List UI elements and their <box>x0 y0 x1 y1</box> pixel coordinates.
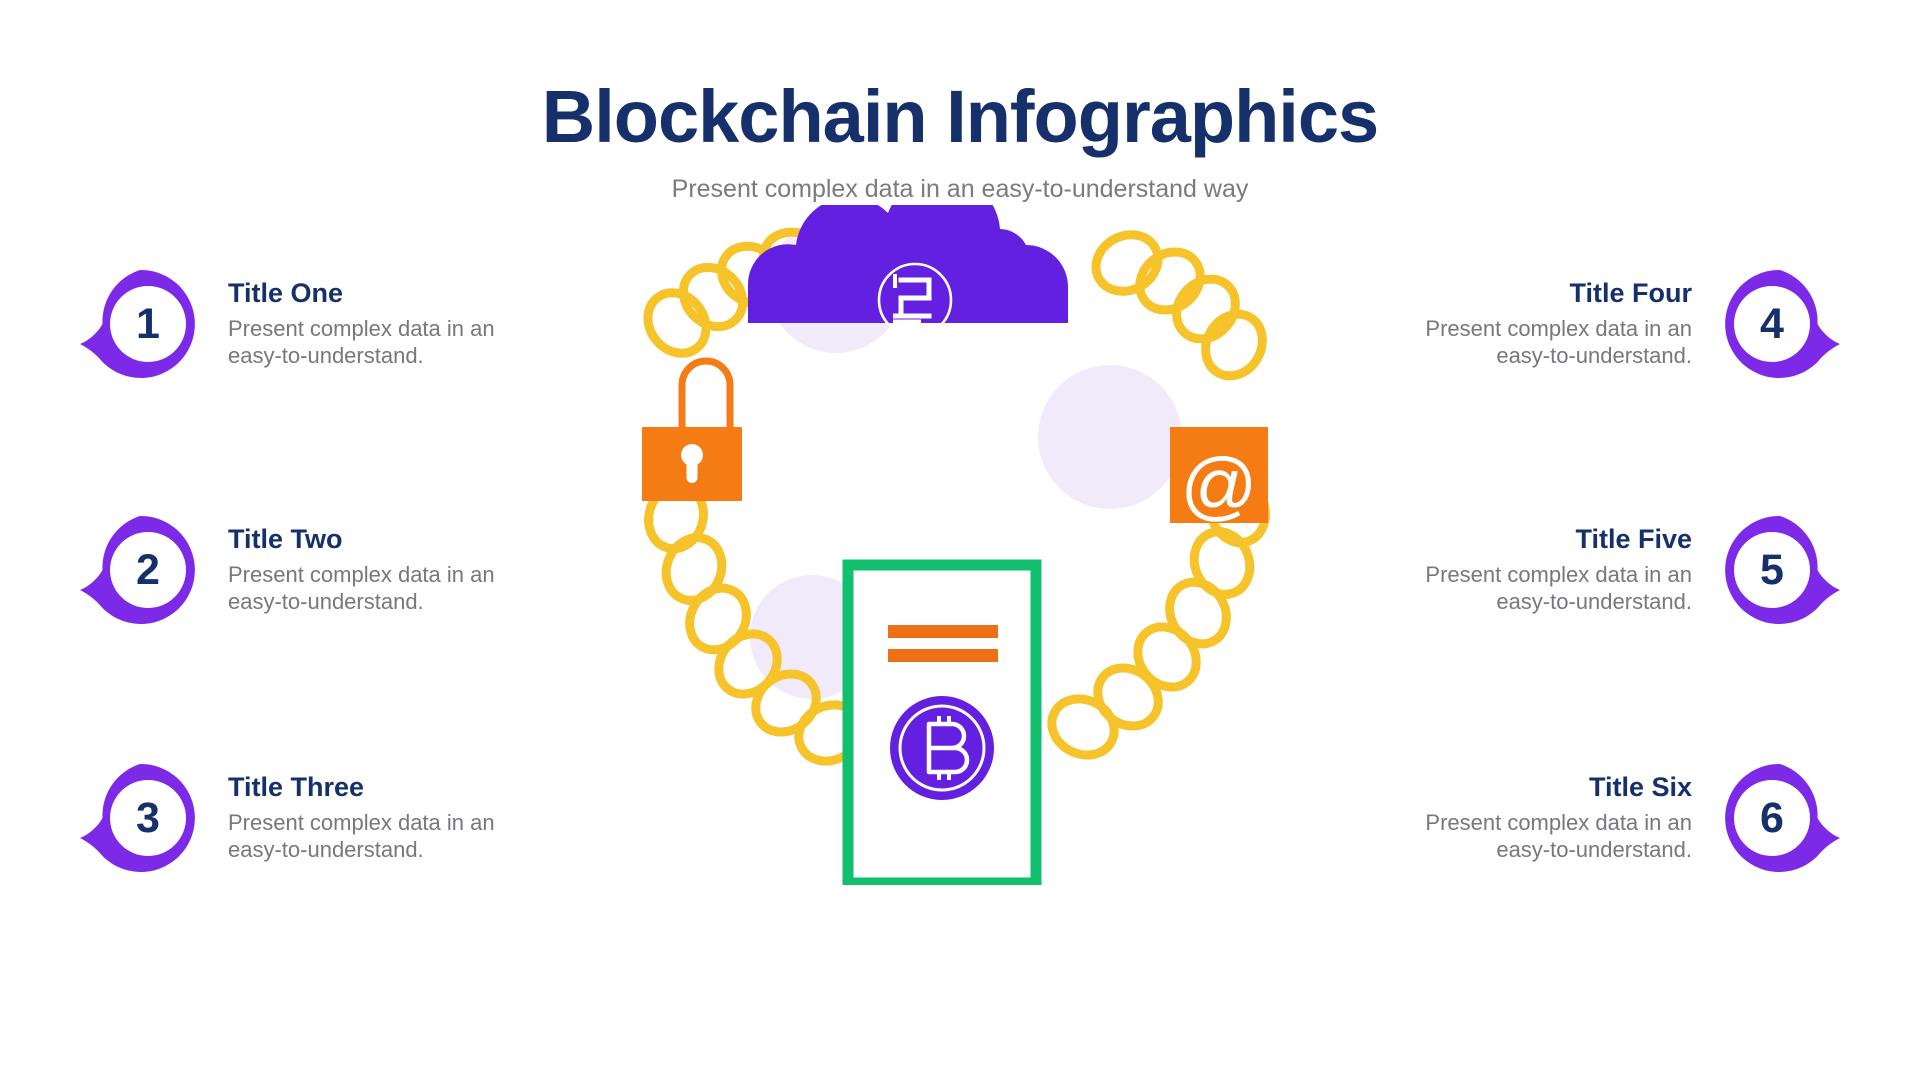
list-item-two[interactable]: 2 Title Two Present complex data in an e… <box>78 514 518 626</box>
chain-link-icon <box>1047 474 1270 760</box>
bitcoin-coin-icon <box>890 696 994 800</box>
decor-blob-right <box>1038 365 1182 509</box>
cloud-s-symbol <box>877 262 953 338</box>
smartphone-icon <box>842 559 1042 885</box>
list-item-text-4: Title Four Present complex data in an ea… <box>1402 278 1692 370</box>
list-item-six[interactable]: 6 Title Six Present complex data in an e… <box>1402 762 1842 874</box>
list-item-text-1: Title One Present complex data in an eas… <box>228 278 518 370</box>
cloud-icon <box>747 205 1068 338</box>
list-item-one[interactable]: 1 Title One Present complex data in an e… <box>78 268 518 380</box>
list-item-five[interactable]: 5 Title Five Present complex data in an … <box>1402 514 1842 626</box>
item-desc-5: Present complex data in an easy-to-under… <box>1425 561 1692 615</box>
list-item-text-6: Title Six Present complex data in an eas… <box>1402 772 1692 864</box>
number-badge-2[interactable]: 2 <box>78 514 202 626</box>
padlock-icon <box>642 357 742 501</box>
item-title-4: Title Four <box>1569 277 1692 308</box>
list-item-four[interactable]: 4 Title Four Present complex data in an … <box>1402 268 1842 380</box>
svg-text:@: @ <box>1180 443 1257 528</box>
list-item-text-2: Title Two Present complex data in an eas… <box>228 524 518 616</box>
number-badge-4[interactable]: 4 <box>1718 268 1842 380</box>
list-item-three[interactable]: 3 Title Three Present complex data in an… <box>78 762 518 874</box>
item-desc-6: Present complex data in an easy-to-under… <box>1425 809 1692 863</box>
item-title-1: Title One <box>228 277 344 308</box>
item-desc-3: Present complex data in an easy-to-under… <box>228 809 495 863</box>
page-title: Blockchain Infographics <box>541 75 1379 158</box>
center-graphic: @ <box>640 205 1280 885</box>
item-title-2: Title Two <box>228 523 343 554</box>
at-sign-icon: @ <box>1170 427 1268 528</box>
number-badge-5[interactable]: 5 <box>1718 514 1842 626</box>
at-sign-box <box>1170 427 1268 523</box>
header: Blockchain Infographics Present complex … <box>0 78 1920 204</box>
phone-line-1 <box>888 625 998 638</box>
list-item-text-5: Title Five Present complex data in an ea… <box>1402 524 1692 616</box>
number-badge-1[interactable]: 1 <box>78 268 202 380</box>
item-desc-4: Present complex data in an easy-to-under… <box>1425 315 1692 369</box>
list-item-text-3: Title Three Present complex data in an e… <box>228 772 518 864</box>
item-desc-1: Present complex data in an easy-to-under… <box>228 315 495 369</box>
item-desc-2: Present complex data in an easy-to-under… <box>228 561 495 615</box>
item-title-5: Title Five <box>1575 523 1692 554</box>
phone-line-2 <box>888 649 998 662</box>
number-badge-6[interactable]: 6 <box>1718 762 1842 874</box>
phone-frame <box>842 559 1042 885</box>
number-badge-3[interactable]: 3 <box>78 762 202 874</box>
item-title-6: Title Six <box>1588 771 1692 802</box>
chain-link-icon <box>1091 230 1267 381</box>
page-subtitle: Present complex data in an easy-to-under… <box>671 174 1249 203</box>
item-title-3: Title Three <box>228 771 365 802</box>
